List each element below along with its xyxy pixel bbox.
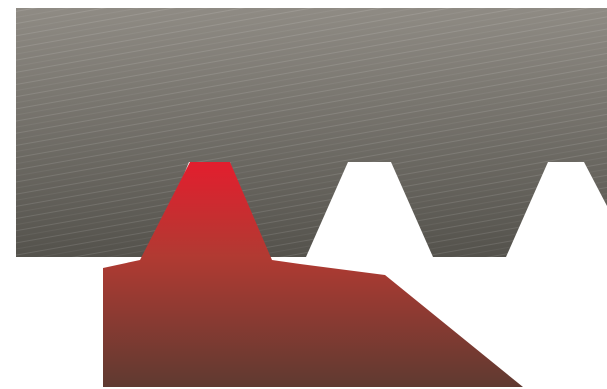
red-tooth-shape (103, 162, 523, 387)
mating-gear-tooth (103, 162, 523, 387)
